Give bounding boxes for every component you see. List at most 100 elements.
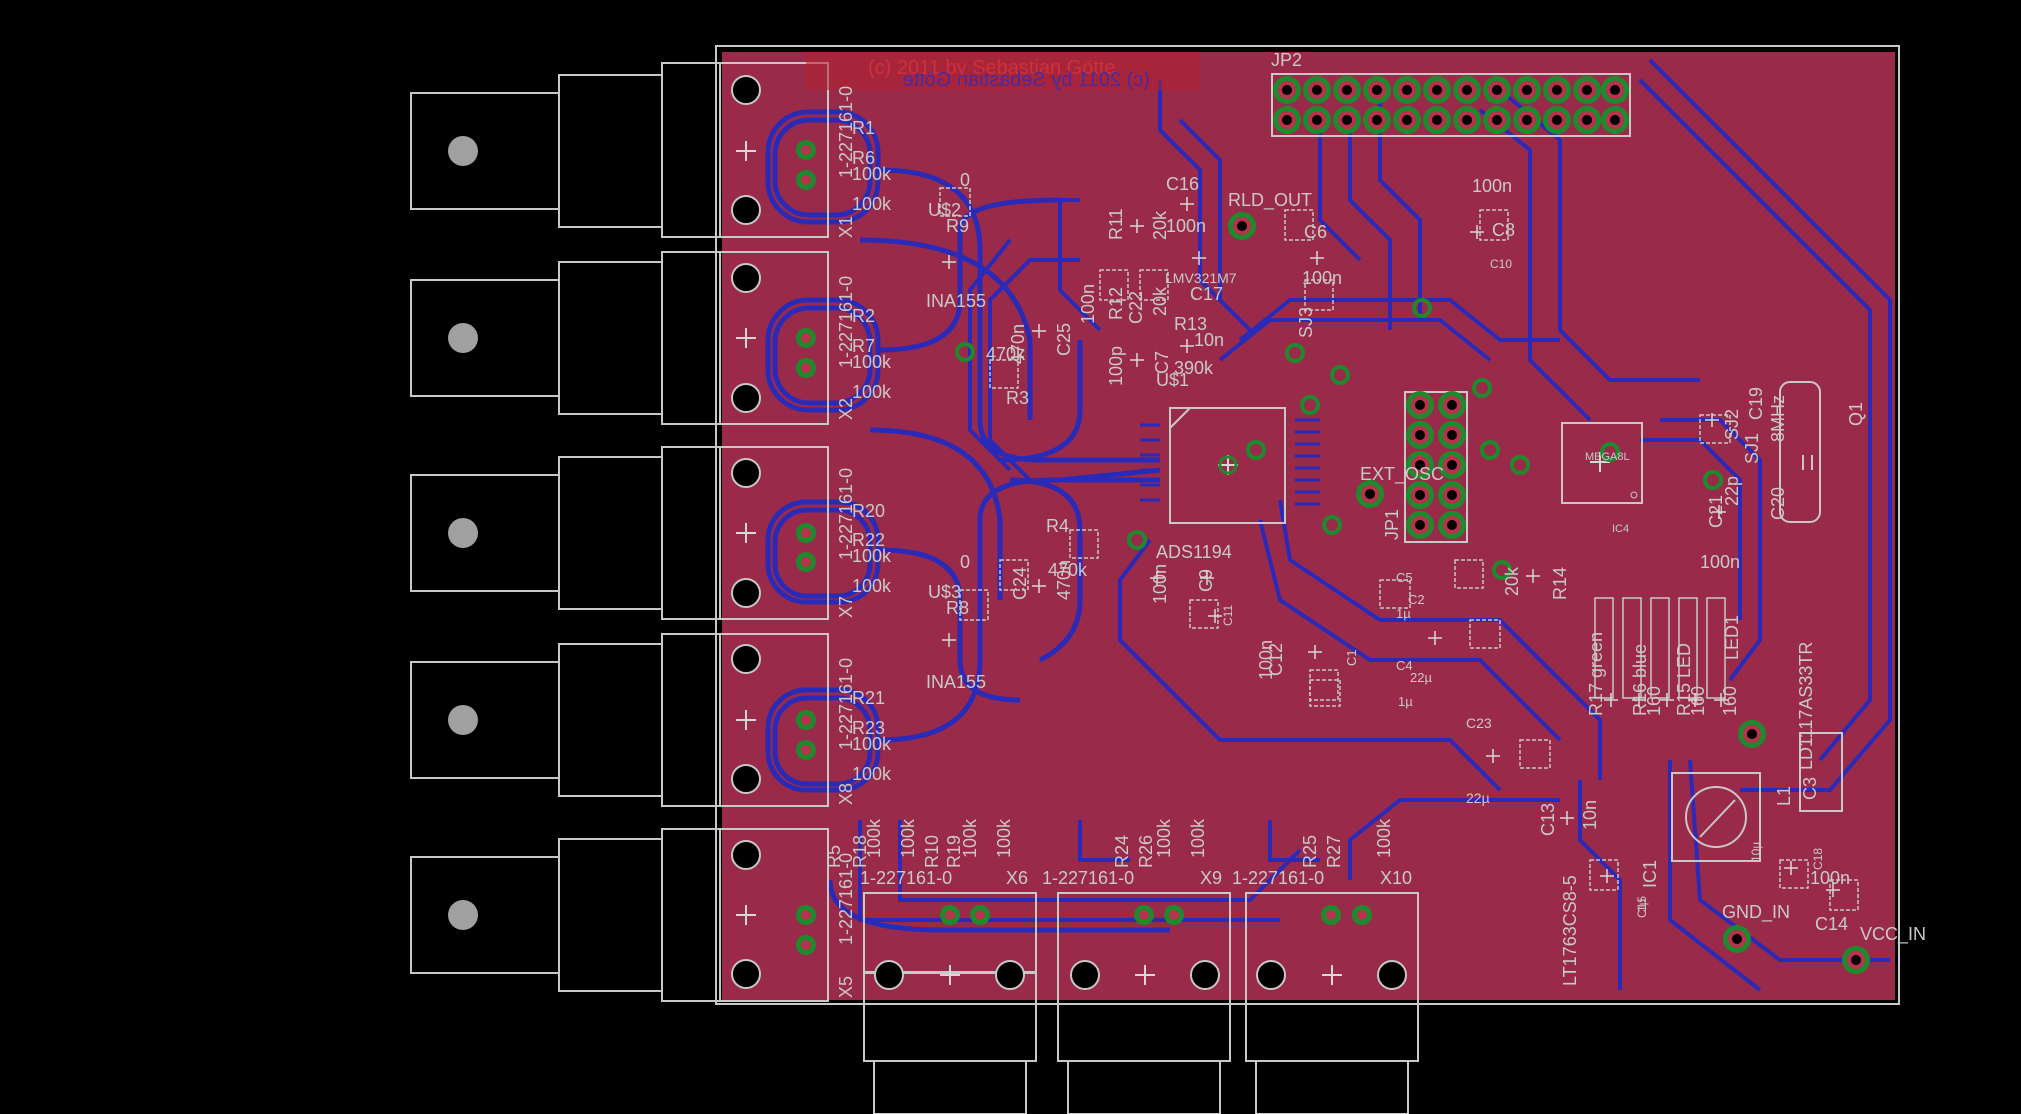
label-conn-x6: 1-227161-0 — [860, 868, 952, 888]
label-r25: R25 — [1300, 835, 1320, 868]
label-jp1: JP1 — [1382, 509, 1402, 540]
label-x6: X6 — [1006, 868, 1028, 888]
label-c1: C1 — [1344, 649, 1359, 666]
label-c2: C2 — [1408, 592, 1425, 607]
label-r22v: 100k — [852, 576, 892, 596]
label-rld-out: RLD_OUT — [1228, 190, 1312, 211]
label-r23v: 100k — [852, 764, 892, 784]
label-c18v: 10µ — [1749, 842, 1763, 862]
label-l1: L1 — [1774, 786, 1794, 806]
component-origin-marks — [942, 197, 1840, 897]
label-c8v: 100n — [1472, 176, 1512, 196]
label-c13v: 10n — [1580, 800, 1600, 830]
label-r11: R11 — [1106, 208, 1126, 240]
crystal-q1 — [1779, 381, 1821, 523]
label-r14v: 20k — [1502, 566, 1522, 596]
label-r17: R17 green — [1586, 632, 1606, 716]
label-us3: U$3 — [928, 582, 961, 602]
label-us1: U$1 — [1156, 370, 1189, 390]
label-r20: R20 — [852, 501, 885, 521]
label-r4v: 470k — [1048, 560, 1088, 580]
label-r27: R27 — [1324, 835, 1344, 868]
label-c4: C4 — [1396, 658, 1413, 673]
label-c16v: 100n — [1166, 216, 1206, 236]
label-c14: C14 — [1815, 914, 1848, 934]
label-sj1: SJ1 — [1742, 433, 1762, 464]
status-led-footprints — [1594, 597, 1726, 699]
label-lmv321: LMV321M7 — [1165, 270, 1237, 286]
label-r1v: 100k — [852, 164, 892, 184]
label-c5: C5 — [1396, 570, 1413, 585]
label-c4v: 22µ — [1410, 670, 1432, 685]
label-c7: C7 — [1152, 351, 1172, 374]
copyright-box — [806, 52, 1200, 90]
label-lt1763: LT1763CS8-5 — [1560, 875, 1580, 986]
label-ads1194: ADS1194 — [1156, 542, 1232, 562]
label-r21: R21 — [852, 688, 885, 708]
label-r16-val: 160 — [1644, 686, 1664, 716]
label-r6v: 100k — [852, 194, 892, 214]
label-x1: X1 — [836, 216, 856, 238]
connector-center-pins — [448, 136, 478, 930]
label-c24: C24 — [1010, 567, 1030, 600]
label-c23v: 22µ — [1466, 790, 1490, 806]
inductor-l1 — [1671, 772, 1761, 862]
label-r14: R14 — [1550, 567, 1570, 600]
label-c25v: 470n — [1008, 324, 1028, 364]
label-r23: R23 — [852, 718, 885, 738]
label-r19v: 100k — [994, 818, 1014, 858]
label-mega8l: MEGA8L — [1585, 451, 1630, 463]
label-x5: X5 — [836, 976, 856, 998]
board-outline — [715, 45, 1900, 1005]
label-ina155-top: INA155 — [926, 291, 986, 311]
label-r1: R1 — [852, 118, 875, 138]
left-connectors — [410, 62, 829, 1002]
label-c22v: 100n — [1078, 284, 1098, 324]
label-x9: X9 — [1200, 868, 1222, 888]
label-c21v: 100n — [1700, 552, 1740, 572]
label-ext-osc: EXT_OSC — [1360, 464, 1444, 485]
label-c13: C13 — [1538, 803, 1558, 836]
label-gnd-in: GND_IN — [1722, 902, 1790, 923]
label-c15: C15 — [1635, 896, 1649, 918]
label-conn-x2: 1-227161-0 — [836, 276, 856, 368]
label-r18: R18 — [850, 835, 870, 868]
label-c12v: 100n — [1256, 640, 1276, 680]
label-r21v: 100k — [852, 734, 892, 754]
label-conn-x8: 1-227161-0 — [836, 658, 856, 750]
label-r15: R15 LED — [1674, 643, 1694, 716]
label-c4v2: 1µ — [1398, 694, 1413, 709]
label-r9: R9 — [946, 216, 969, 236]
label-c20: C20 — [1768, 487, 1788, 520]
label-c15v: 1µ — [1635, 898, 1649, 912]
label-r12v: 20k — [1150, 286, 1170, 316]
label-r13v: 390k — [1174, 358, 1214, 378]
bottom-connectors — [863, 892, 1419, 1114]
silkscreen-vertical-labels: 1-227161-0 X1 1-227161-0 X2 1-227161-0 X… — [824, 86, 1866, 998]
label-c12: C12 — [1266, 643, 1286, 676]
label-c9: C9 — [1196, 569, 1216, 592]
label-q1: Q1 — [1846, 402, 1866, 426]
label-conn-x1: 1-227161-0 — [836, 86, 856, 178]
label-r5: R5 — [824, 845, 844, 868]
label-c2v: 1µ — [1396, 606, 1411, 621]
label-r20v: 100k — [852, 546, 892, 566]
label-c8: C8 — [1492, 220, 1515, 240]
label-crystal: 8MHz — [1768, 395, 1788, 442]
label-r12: R12 — [1106, 287, 1126, 320]
label-led-val: 160 — [1720, 686, 1740, 716]
bottom-connector-plus — [940, 965, 1342, 985]
label-conn-x9: 1-227161-0 — [1042, 868, 1134, 888]
label-r4: R4 — [1046, 516, 1069, 536]
label-r15-val: 160 — [1688, 686, 1708, 716]
label-r3: R3 — [1006, 388, 1029, 408]
label-conn-x7: 1-227161-0 — [836, 468, 856, 560]
label-led1: LED1 — [1722, 615, 1742, 660]
label-r24v: 100k — [1154, 818, 1174, 858]
label-c18: C18 — [1811, 848, 1825, 870]
label-c3: C3 — [1800, 777, 1820, 800]
label-sj2: SJ2 — [1722, 409, 1742, 440]
label-c24v: 470n — [1054, 560, 1074, 600]
label-c23: C23 — [1466, 715, 1492, 731]
mega8l-chip — [1561, 422, 1643, 504]
